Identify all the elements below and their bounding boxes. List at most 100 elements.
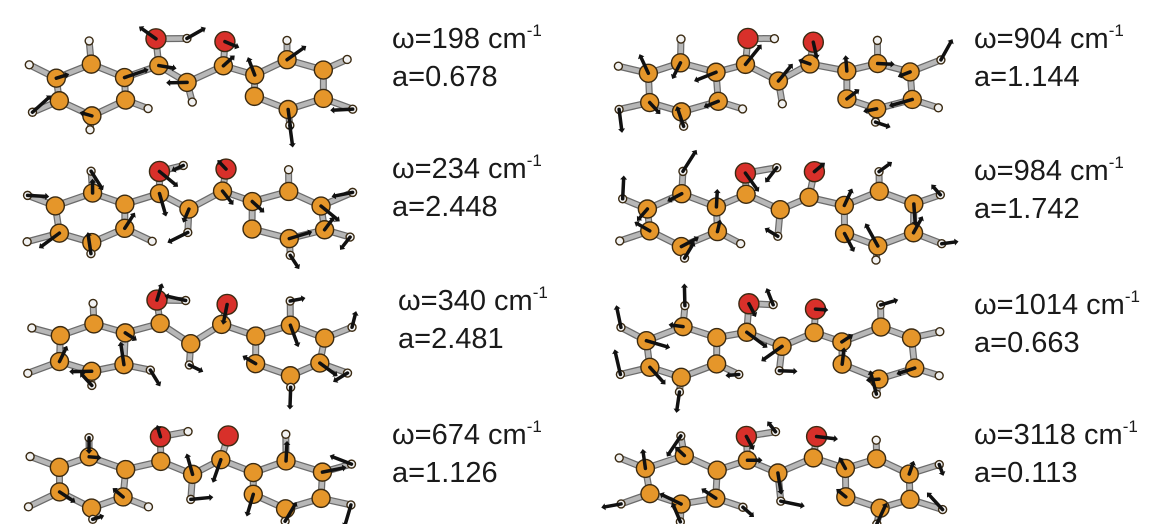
arrow-head [938, 470, 946, 476]
molecule-diagram [612, 283, 945, 413]
atoms [615, 160, 947, 265]
hydrogen-atom [676, 34, 686, 44]
carbon-atom [243, 462, 264, 483]
displacement-arrow [899, 70, 912, 78]
carbon-atom [45, 196, 66, 216]
displacement-arrow [334, 371, 350, 382]
arrow-head [777, 490, 785, 495]
hydrogen-atom [25, 451, 35, 462]
frequency-label: ω=984 cm-1 [974, 153, 1124, 187]
arrow-head [79, 110, 85, 117]
arrow-head [291, 501, 298, 508]
arrow-head [143, 67, 149, 74]
displacement-arrow [800, 59, 812, 66]
arrow-head [117, 341, 125, 347]
displacement-arrow [81, 111, 94, 118]
arrow-head [909, 460, 916, 466]
carbon-atom [315, 328, 335, 348]
arrow-head [639, 448, 647, 454]
displacement-arrow [927, 493, 945, 512]
arrow-head [69, 368, 74, 376]
arrow-head [84, 232, 92, 237]
arrow-head [341, 464, 347, 472]
hydrogen-atom [935, 326, 945, 337]
displacement-arrow [615, 307, 623, 330]
carbon-atom [770, 199, 790, 220]
carbon-atom [706, 354, 727, 374]
arrow-head [333, 376, 339, 383]
displacement-arrow [714, 191, 719, 209]
displacement-arrow [613, 351, 623, 377]
carbon-atom [313, 60, 334, 80]
arrow-head [748, 511, 755, 517]
displacement-arrow [745, 330, 767, 347]
displacement-arrow [937, 462, 944, 474]
displacement-arrow [743, 171, 759, 191]
arrow-head [931, 184, 937, 190]
arrow-head [926, 492, 933, 498]
arrow-head [761, 356, 767, 362]
displacement-arrow [57, 347, 68, 364]
mode-panel-984: ω=984 cm-1 a=1.742 [590, 132, 1150, 265]
hydrogen-atom [24, 60, 34, 70]
carbon-atom [736, 184, 756, 205]
displacement-arrow [669, 191, 684, 202]
displacement-arrow [842, 231, 855, 251]
displacement-arrow [185, 27, 205, 41]
carbon-atom [871, 317, 891, 337]
displacement-arrow [766, 290, 775, 307]
hydrogen-atom [283, 165, 294, 175]
frequency-label: ω=1014 cm-1 [974, 287, 1140, 321]
displacement-arrow [89, 169, 103, 189]
hydrogen-atom [143, 103, 153, 114]
arrow-head [840, 347, 848, 352]
arrow-head [911, 221, 919, 226]
displacement-arrow [639, 56, 651, 76]
arrow-head [947, 39, 954, 45]
carbon-atom [151, 451, 171, 472]
displacement-arrow [166, 294, 188, 303]
hydrogen-atom [872, 35, 883, 46]
frequency-label: ω=340 cm-1 [398, 283, 548, 317]
frequency-label: ω=198 cm-1 [392, 21, 542, 55]
amplitude-label: a=0.113 [974, 457, 1078, 489]
mode-panel-198: ω=198 cm-1 a=0.678 [0, 0, 560, 148]
displacement-arrow [636, 222, 652, 233]
arrow-head [64, 71, 70, 79]
arrow-head [674, 446, 681, 453]
molecule-diagram [23, 425, 357, 524]
displacement-arrow [40, 231, 62, 248]
carbon-atom [81, 498, 102, 518]
displacement-arrow [122, 68, 147, 80]
mode-panel-3118: ω=3118 cm-1 a=0.113 [590, 396, 1150, 524]
oxygen-atom [217, 425, 239, 447]
arrow-head [673, 408, 681, 413]
arrow-head [157, 283, 165, 289]
displacement-arrow [155, 285, 163, 302]
displacement-arrow [340, 235, 352, 249]
hydrogen-atom [614, 453, 624, 463]
displacement-arrow [911, 217, 923, 235]
mode-labels: ω=984 cm-1 a=1.742 [974, 152, 1124, 228]
displacement-arrow [715, 221, 722, 234]
displacement-arrow [907, 462, 915, 476]
displacement-arrow [875, 504, 887, 524]
arrow-head [833, 435, 838, 443]
displacement-arrows [57, 283, 359, 410]
arrow-head [62, 345, 69, 352]
arrow-head [161, 211, 169, 217]
arrow-head [954, 238, 959, 246]
displacement-arrow [811, 40, 818, 58]
carbon-atom [244, 86, 265, 107]
displacement-arrow [681, 151, 697, 174]
displacement-arrow [777, 368, 796, 373]
arrow-head [210, 477, 218, 483]
molecule-diagram [24, 26, 358, 148]
displacement-arrow [173, 163, 186, 172]
carbon-atom [246, 326, 266, 346]
arrow-head [888, 101, 894, 109]
displacement-arrow [776, 65, 792, 83]
arrow-head [691, 149, 698, 156]
amplitude-label: a=1.144 [974, 61, 1080, 93]
arrow-head [756, 44, 762, 50]
